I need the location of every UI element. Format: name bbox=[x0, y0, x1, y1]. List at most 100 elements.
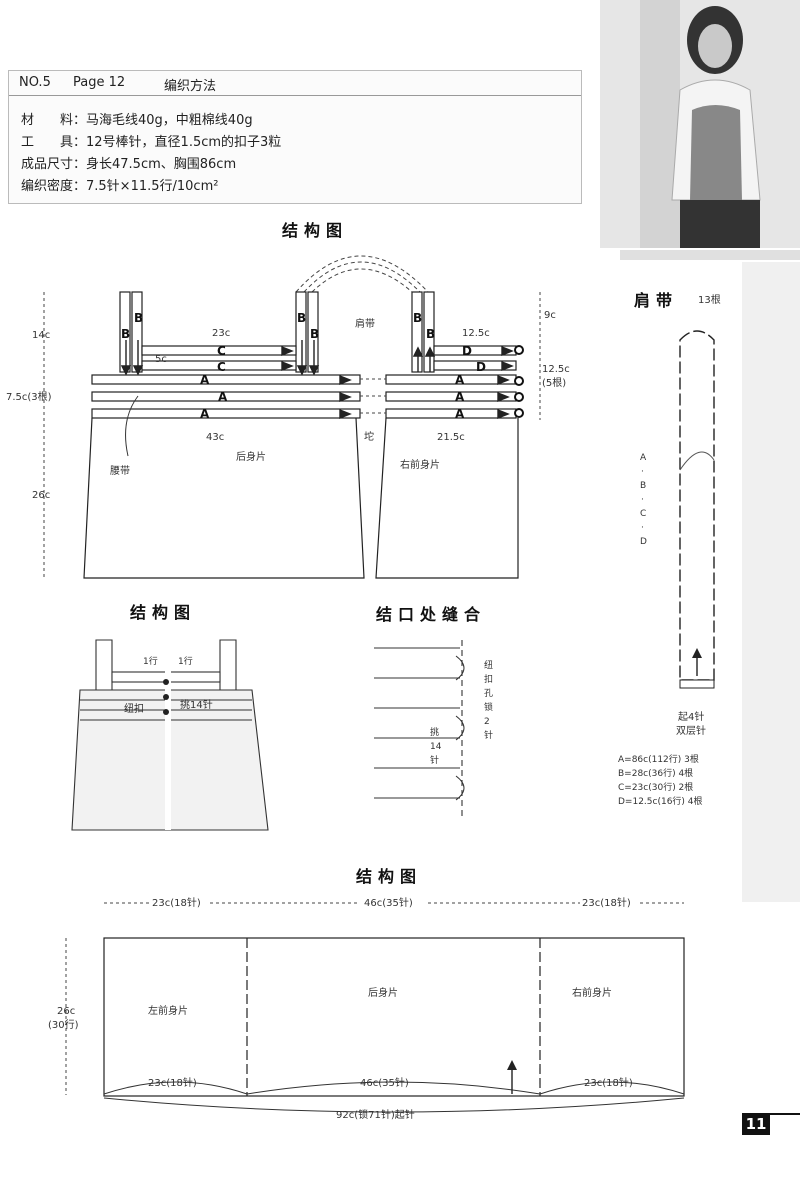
strap-title: 肩带 bbox=[634, 291, 678, 310]
dim-bottom-right: 23c(18针) bbox=[584, 1076, 633, 1089]
legend-c: C=23c(30行) 2根 bbox=[618, 781, 693, 793]
strap-letter-c: C bbox=[640, 509, 646, 519]
panel-left-front: 左前身片 bbox=[148, 1004, 188, 1017]
dim-rows: (30行) bbox=[48, 1018, 79, 1031]
dim-21-5: 21.5c bbox=[437, 432, 465, 443]
seam-left-3: 针 bbox=[430, 754, 439, 766]
seam-left-1: 挑 bbox=[430, 726, 439, 738]
dim-top-right: 23c(18针) bbox=[582, 896, 631, 909]
label-a-3: A bbox=[200, 407, 210, 421]
info-size: 成品尺寸：身长47.5cm、胸围86cm bbox=[21, 157, 237, 172]
label-a-6: A bbox=[455, 407, 465, 421]
strap-shape bbox=[679, 330, 715, 681]
label-b-3: B bbox=[297, 311, 306, 325]
pick-14-label: 挑14针 bbox=[180, 698, 213, 711]
waistband-pointer bbox=[125, 395, 139, 457]
seam-buttonholes bbox=[455, 655, 465, 801]
label-b-1: B bbox=[121, 327, 130, 341]
bands-a bbox=[91, 374, 517, 419]
model-photo bbox=[600, 0, 800, 248]
method-title: 编织方法 bbox=[164, 79, 217, 94]
label-a-5: A bbox=[455, 390, 465, 404]
strap-letter-d: D bbox=[640, 537, 647, 547]
dim-12-5-h: 12.5c bbox=[542, 364, 570, 375]
dim-top-left: 23c(18针) bbox=[152, 896, 201, 909]
dim-12-5-w: 12.5c bbox=[462, 328, 490, 339]
row-label-2: 1行 bbox=[178, 655, 193, 667]
label-c-2: C bbox=[217, 360, 226, 374]
label-c-1: C bbox=[217, 344, 226, 358]
dim-26: 26c bbox=[32, 490, 50, 501]
dim-14: 14c bbox=[32, 330, 50, 341]
dim-23: 23c bbox=[212, 328, 230, 339]
seam-title: 结口处缝合 bbox=[375, 605, 486, 624]
dim-top-back: 46c(35针) bbox=[364, 896, 413, 909]
legend-d: D=12.5c(16行) 4根 bbox=[618, 795, 703, 807]
seam-right-5: 2 bbox=[484, 717, 490, 727]
dim-9: 9c bbox=[544, 310, 556, 321]
buttons bbox=[514, 345, 524, 418]
strap-count: 13根 bbox=[698, 293, 721, 306]
strap-fold bbox=[679, 451, 715, 471]
strap-dot-1: · bbox=[641, 467, 644, 477]
pattern-number: NO.5 bbox=[19, 75, 51, 90]
label-b-4: B bbox=[310, 327, 319, 341]
strap-letter-a: A bbox=[640, 453, 647, 463]
seam-right-6: 针 bbox=[484, 729, 493, 741]
legend-b: B=28c(36行) 4根 bbox=[618, 767, 693, 779]
label-a-1: A bbox=[200, 373, 210, 387]
label-b-2: B bbox=[134, 311, 143, 325]
label-b-5: B bbox=[413, 311, 422, 325]
straps-b bbox=[119, 291, 435, 373]
diagram3-title: 结构图 bbox=[355, 867, 422, 886]
label-a-2: A bbox=[218, 390, 228, 404]
strap-double: 双层针 bbox=[676, 724, 706, 737]
direction-arrows bbox=[120, 340, 514, 420]
strap-dot-3: · bbox=[641, 523, 644, 533]
button-label: 纽扣 bbox=[124, 702, 144, 715]
strap-letter-b: B bbox=[640, 481, 646, 491]
info-gauge: 编织密度：7.5针×11.5行/10cm² bbox=[21, 179, 219, 194]
info-title-row: NO.5 Page 12 编织方法 bbox=[9, 71, 581, 96]
label-waistband: 腰带 bbox=[110, 465, 130, 477]
panel-dividers bbox=[246, 938, 541, 1096]
panel-back: 后身片 bbox=[368, 986, 398, 999]
strap-dot-2: · bbox=[641, 495, 644, 505]
flat-layout bbox=[103, 937, 685, 1097]
seam-right-4: 锁 bbox=[484, 701, 493, 713]
label-back-panel: 后身片 bbox=[236, 450, 266, 463]
label-right-front: 右前身片 bbox=[400, 458, 440, 471]
seam-right-2: 扣 bbox=[484, 673, 493, 685]
page-number-bar bbox=[770, 1113, 800, 1137]
seam-lines bbox=[374, 640, 463, 820]
shoulder-strap-label: 肩带 bbox=[355, 317, 375, 330]
vest-buttons bbox=[163, 679, 169, 715]
dim-7-5: 7.5c(3根) bbox=[6, 390, 52, 403]
label-b-6: B bbox=[426, 327, 435, 341]
dim-5: 5c bbox=[155, 354, 167, 365]
dim-lines-3 bbox=[65, 902, 684, 1095]
dim-height: 26c bbox=[57, 1006, 75, 1017]
assembled-vest bbox=[71, 639, 269, 831]
strap-arcs bbox=[295, 255, 429, 293]
diagram1-title: 结构图 bbox=[281, 221, 348, 240]
panel-right-front: 右前身片 bbox=[572, 986, 612, 999]
info-materials: 材 料：马海毛线40g，中粗棉线40g bbox=[21, 113, 253, 128]
diagram2-title: 结构图 bbox=[129, 603, 196, 622]
label-d-1: D bbox=[462, 344, 472, 358]
page-number: 11 bbox=[742, 1113, 770, 1135]
row-label-1: 1行 bbox=[143, 655, 158, 667]
seam-left-2: 14 bbox=[430, 742, 442, 752]
seam-right-3: 孔 bbox=[484, 688, 493, 699]
strap-start: 起4针 bbox=[678, 710, 704, 723]
dim-5-strands: (5根) bbox=[542, 376, 566, 389]
dim-43: 43c bbox=[206, 432, 224, 443]
info-tools: 工 具：12号棒针，直径1.5cm的扣子3粒 bbox=[21, 135, 282, 150]
legend-a: A=86c(112行) 3根 bbox=[618, 753, 699, 765]
dim-bottom-back: 46c(35针) bbox=[360, 1076, 409, 1089]
label-d-2: D bbox=[476, 360, 486, 374]
body-panels bbox=[83, 417, 519, 579]
dim-total: 92c(锁71针)起针 bbox=[336, 1108, 415, 1121]
label-a-4: A bbox=[455, 373, 465, 387]
